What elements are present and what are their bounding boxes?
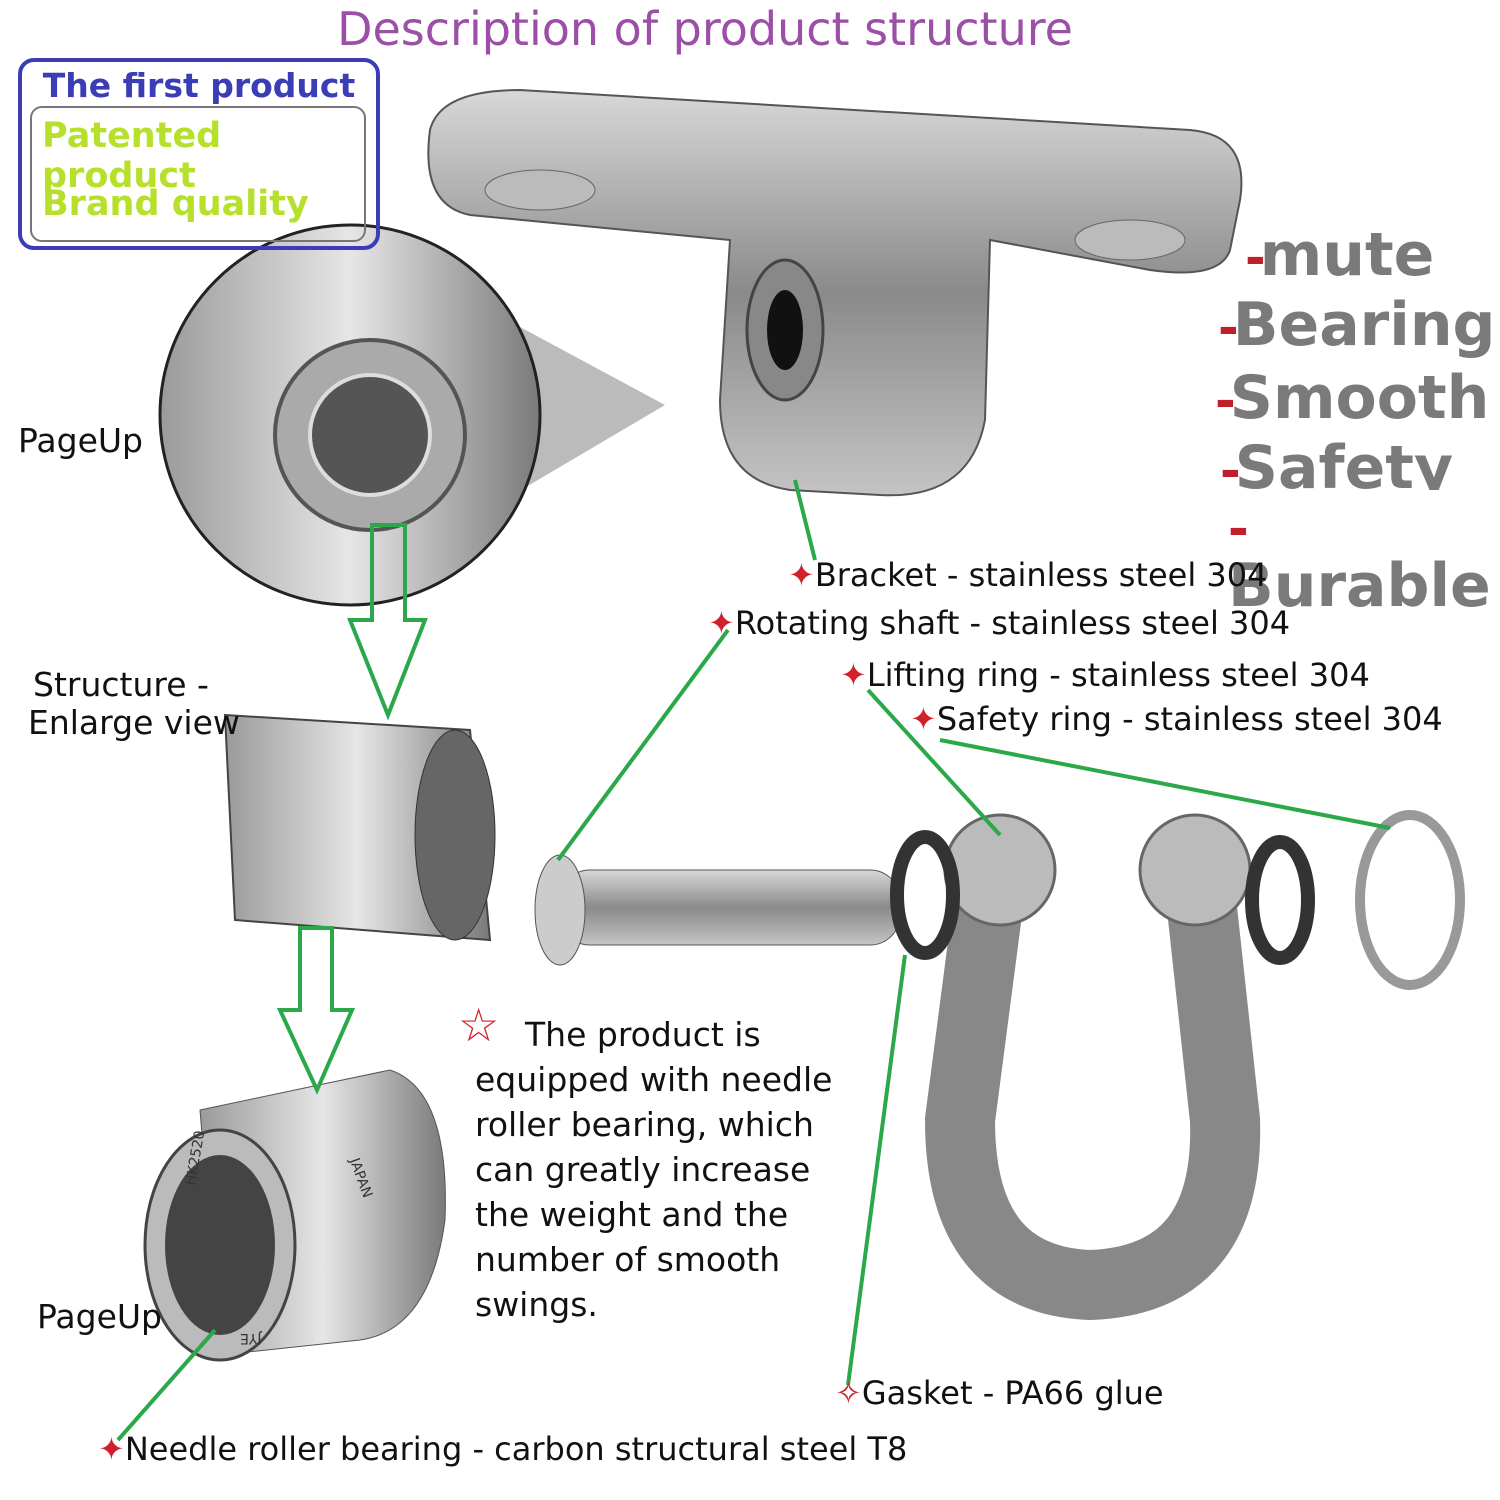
bracket-image bbox=[427, 88, 1243, 497]
structure-label: Structure - bbox=[33, 665, 209, 704]
marker-icon: ✦ bbox=[98, 1430, 125, 1468]
leader-lines bbox=[116, 479, 1391, 1442]
lifting-ring-image bbox=[890, 810, 1465, 1321]
part-label-safety-ring: ✦Safety ring - stainless steel 304 bbox=[910, 700, 1443, 738]
part-label-lifting-ring: ✦Lifting ring - stainless steel 304 bbox=[840, 656, 1370, 694]
feature-bearing: -Bearing bbox=[1218, 290, 1496, 360]
first-product-badge: The first product Patented product Brand… bbox=[18, 58, 380, 250]
feature-mute: -mute bbox=[1245, 220, 1435, 290]
pageup-label-top: PageUp bbox=[18, 421, 143, 460]
part-label-needle-bearing: ✦Needle roller bearing - carbon structur… bbox=[98, 1430, 908, 1468]
badge-line-patented: Patented product bbox=[42, 116, 222, 196]
part-label-gasket: ✧Gasket - PA66 glue bbox=[835, 1374, 1164, 1412]
needle-cage-image bbox=[223, 713, 496, 942]
bearing-zoom-image bbox=[158, 223, 665, 607]
arrow-icon bbox=[276, 523, 428, 1095]
page-title: Description of product structure bbox=[337, 2, 1073, 56]
part-label-bracket: ✦Bracket - stainless steel 304 bbox=[788, 556, 1268, 594]
rotating-shaft-image bbox=[534, 854, 901, 966]
badge-line-brand: Brand quality bbox=[42, 184, 309, 224]
marker-icon: ✦ bbox=[788, 556, 815, 594]
needle-bearing-image bbox=[143, 1069, 446, 1362]
safety-ring-image bbox=[1355, 810, 1465, 990]
description-text: The product is equipped with needle roll… bbox=[475, 1015, 833, 1324]
feature-smooth: -Smooth bbox=[1215, 363, 1490, 433]
marker-icon: ✧ bbox=[835, 1374, 862, 1412]
feature-safety: -Safety bbox=[1220, 438, 1454, 490]
feature-burable: -Burable bbox=[1228, 500, 1491, 621]
enlarge-view-label: Enlarge view bbox=[28, 703, 240, 742]
marker-icon: ✦ bbox=[910, 700, 937, 738]
badge-heading: The first product bbox=[42, 66, 356, 105]
badge-inner-box: Patented product Brand quality bbox=[30, 106, 366, 242]
bearing-marking: JYE bbox=[240, 1330, 262, 1346]
marker-icon: ✦ bbox=[840, 656, 867, 694]
part-label-shaft: ✦Rotating shaft - stainless steel 304 bbox=[708, 604, 1291, 642]
marker-icon: ✦ bbox=[708, 604, 735, 642]
star-outline-icon: ☆ bbox=[458, 998, 500, 1052]
pageup-label-bottom: PageUp bbox=[37, 1297, 162, 1336]
